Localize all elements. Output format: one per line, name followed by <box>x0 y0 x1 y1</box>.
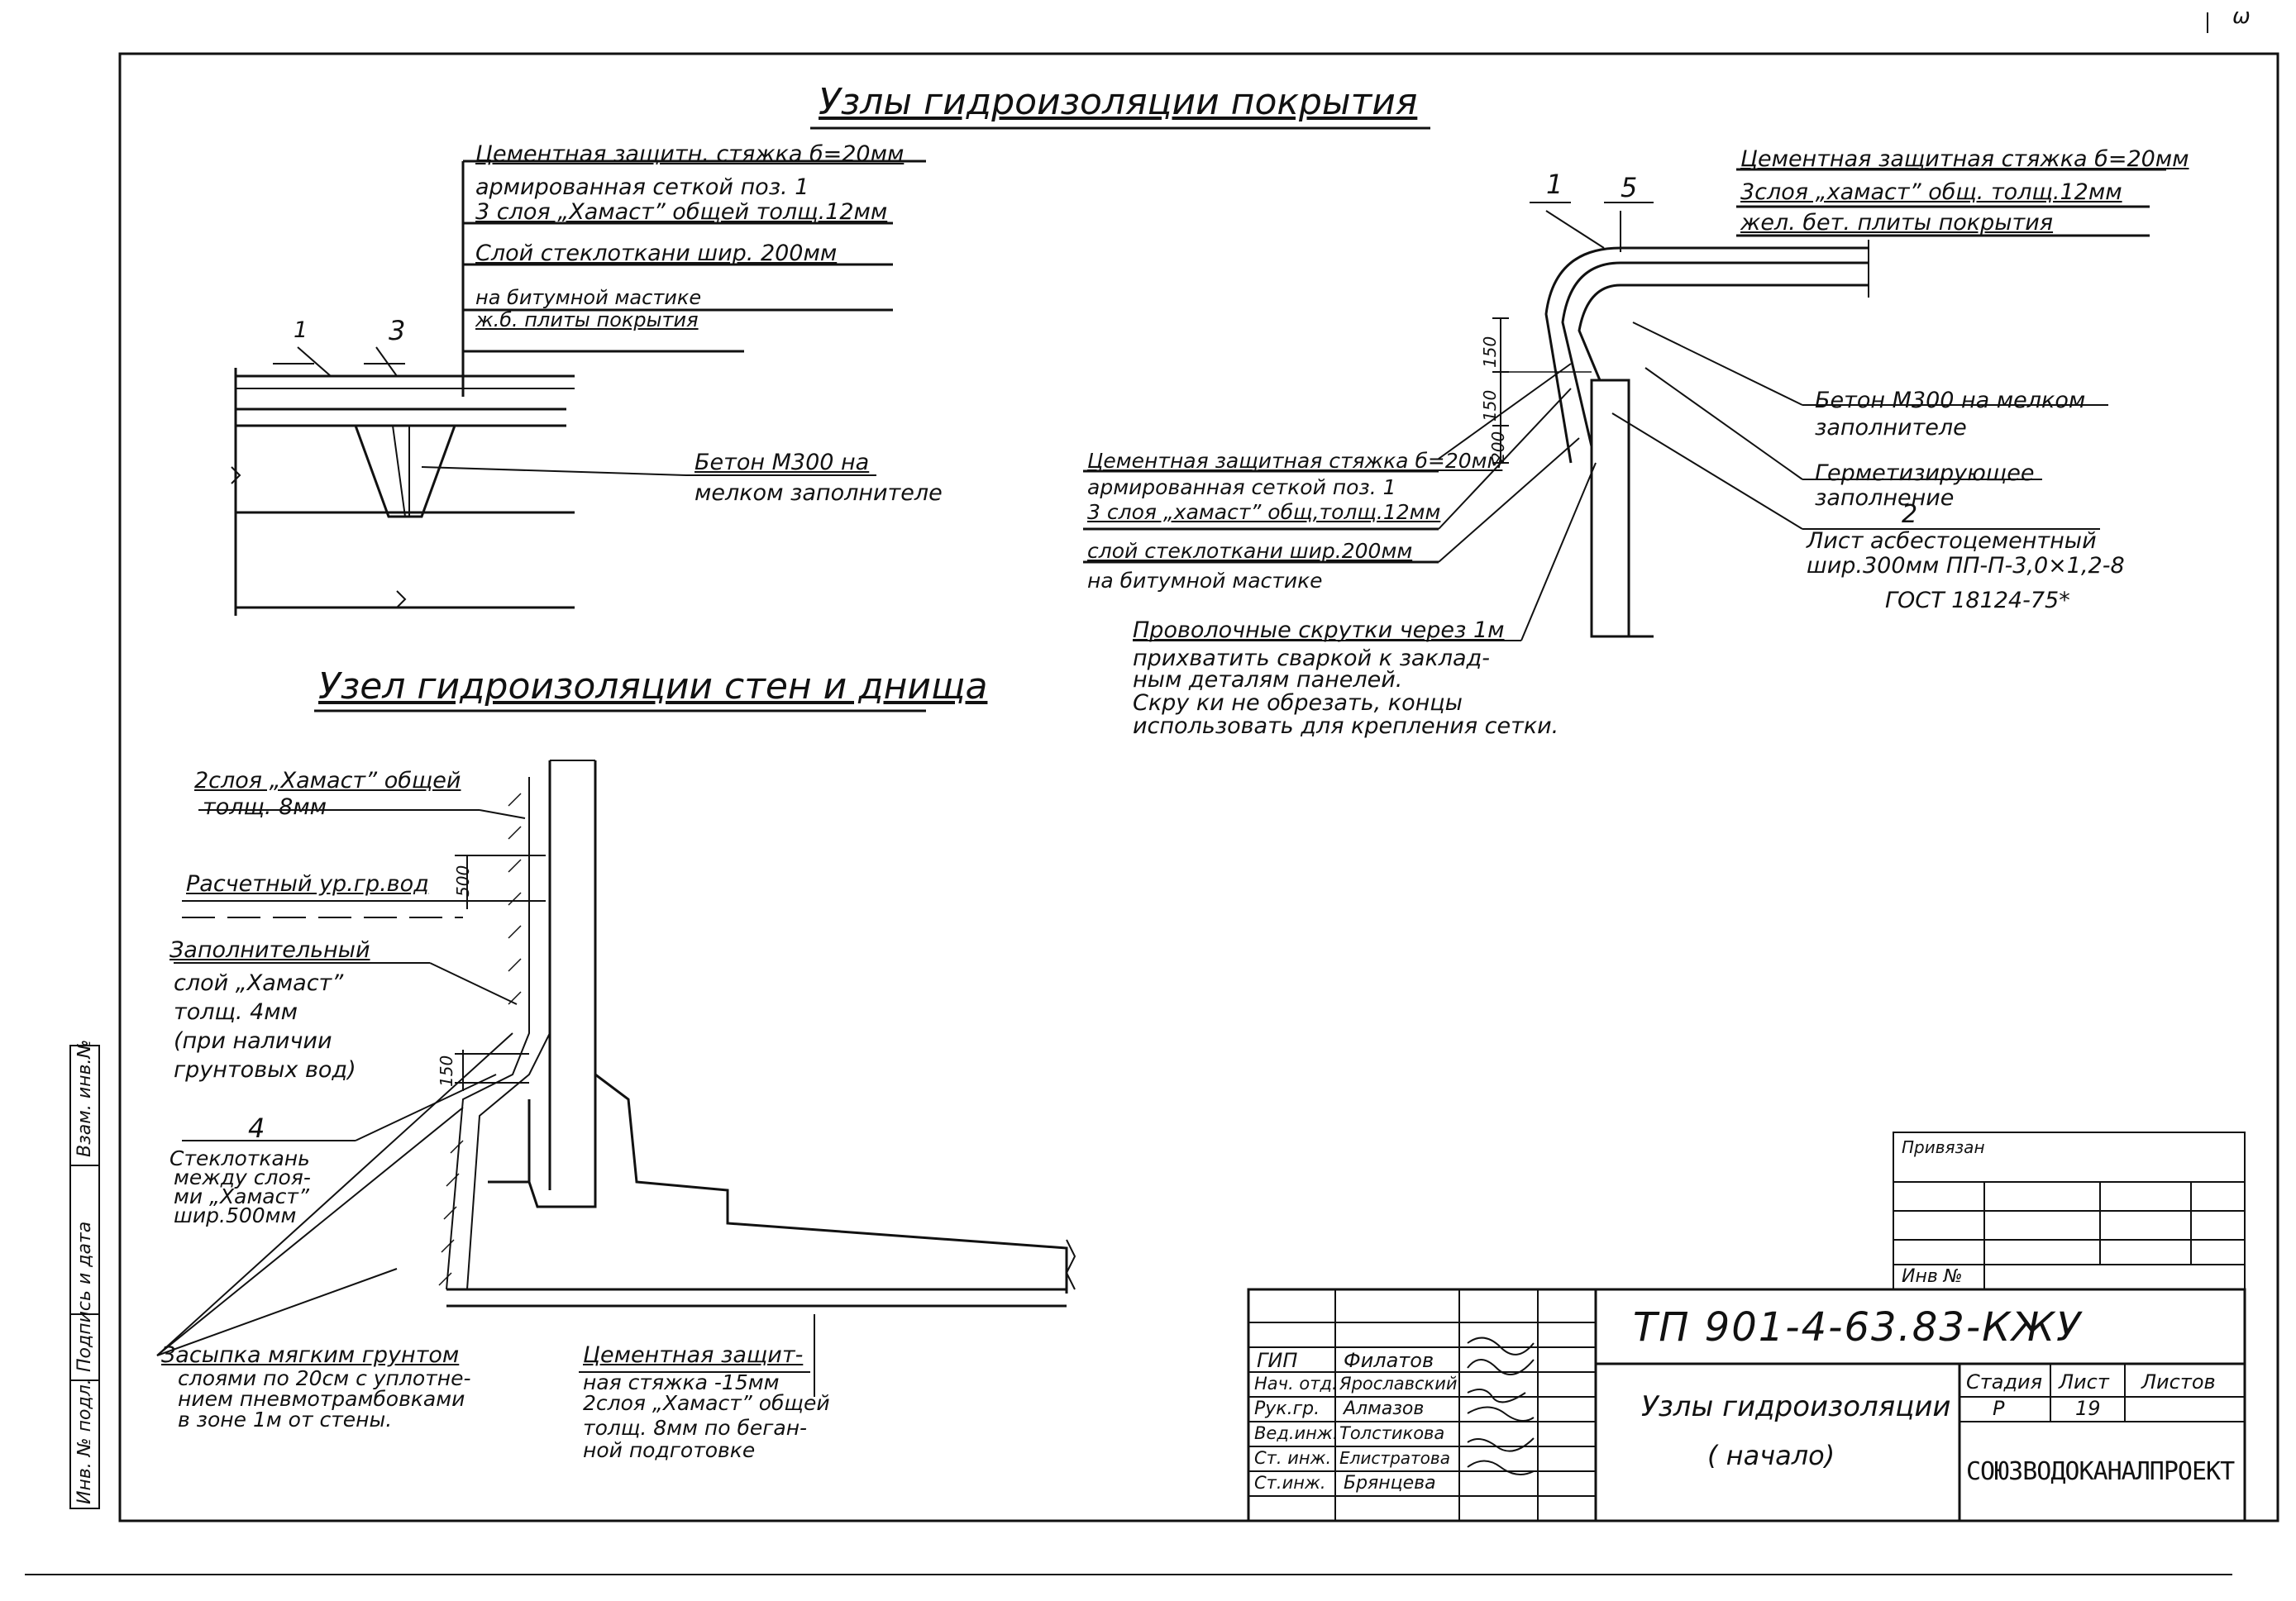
wire-note: прихватить сваркой к заклад- <box>1133 646 1490 671</box>
right-roof-left-layer: 3 слоя „хамаст” общ,толщ.12мм <box>1087 500 1441 524</box>
callout-number: 1 <box>294 317 308 343</box>
person-name: Елистратова <box>1339 1448 1450 1468</box>
person-role: Ст.инж. <box>1254 1473 1326 1493</box>
backfill-note: в зоне 1м от стены. <box>178 1408 393 1432</box>
binding-header: Привязан <box>1902 1137 1985 1157</box>
wall-note: 2слоя „Хамаст” общей <box>194 768 461 793</box>
organization-name: СОЮЗВОДОКАНАЛПРОЕКТ <box>1966 1457 2235 1486</box>
callout-number: 2 <box>1902 500 1918 529</box>
left-roof-layer: 3 слоя „Хамаст” общей толщ.12мм <box>475 199 888 225</box>
right-roof-top-layer: жел. бет. плиты покрытия <box>1740 210 2054 236</box>
side-stamp-label: Инв. № подл. <box>74 1379 95 1504</box>
screed-note: ная стяжка -15мм <box>583 1370 780 1394</box>
person-role: ГИП <box>1257 1349 1298 1372</box>
left-roof-layer: ж.б. плиты покрытия <box>475 308 699 331</box>
right-roof-note: шир.300мм ПП-П-3,0×1,2-8 <box>1807 553 2125 579</box>
dimension-label: 150 <box>437 1055 456 1087</box>
right-roof-note: заполнение <box>1815 485 1955 511</box>
wall-note: слой „Хамаст” <box>174 970 344 996</box>
right-roof-note: ГОСТ 18124-75* <box>1885 588 2070 613</box>
left-roof-layer: Слой стеклоткани шир. 200мм <box>475 241 838 266</box>
backfill-note: Засыпка мягким грунтом <box>161 1342 460 1368</box>
callout-number: 3 <box>389 315 406 346</box>
concrete-label: Бетон М300 на <box>695 450 870 475</box>
document-name: Узлы гидроизоляции <box>1641 1390 1951 1423</box>
wire-note: использовать для крепления сетки. <box>1133 713 1559 739</box>
dimension-label: 150 <box>1480 389 1500 422</box>
person-name: Ярославский <box>1339 1374 1458 1394</box>
sheet-value: 19 <box>2075 1397 2101 1420</box>
wall-section-title: Узел гидроизоляции стен и днища <box>318 665 988 708</box>
wall-note: грунтовых вод) <box>174 1057 356 1083</box>
sheet-label: Лист <box>2059 1370 2109 1394</box>
roof-section-title: Узлы гидроизоляции покрытия <box>819 81 1418 123</box>
right-roof-left-layer: на битумной мастике <box>1087 569 1323 593</box>
document-code: ТП 901-4-63.83-КЖУ <box>1633 1304 2083 1351</box>
right-roof-note: заполнителе <box>1815 415 1967 441</box>
signatures-marks <box>1467 1337 1535 1475</box>
right-roof-left-layer: Цементная защитная стяжка б=20мм <box>1087 449 1503 473</box>
left-roof-layer: армированная сеткой поз. 1 <box>475 174 809 200</box>
backfill-note: слоями по 20см с уплотне- <box>178 1366 471 1390</box>
sheet-corner-mark: ω <box>2232 4 2251 29</box>
wall-note: толщ. 4мм <box>174 999 298 1025</box>
callout-number: 5 <box>1621 172 1638 203</box>
wall-note: между слоя- <box>174 1165 311 1189</box>
side-stamp-label: Взам. инв.№ <box>74 1039 95 1157</box>
document-name-sub: ( начало) <box>1707 1440 1835 1471</box>
screed-note: 2слоя „Хамаст” общей <box>583 1391 830 1415</box>
person-role: Рук.гр. <box>1254 1398 1320 1419</box>
person-name: Алмазов <box>1344 1398 1425 1419</box>
wire-note: Скру ки не обрезать, концы <box>1133 690 1463 716</box>
right-roof-top-layer: Цементная защитная стяжка б=20мм <box>1740 146 2189 172</box>
person-name: Толстикова <box>1339 1423 1445 1443</box>
wall-note: ми „Хамаст” <box>174 1184 309 1208</box>
wire-note: ным деталям панелей. <box>1133 667 1403 693</box>
dimension-label: 150 <box>1480 336 1500 368</box>
wall-note: шир.500мм <box>174 1203 297 1227</box>
wire-note: Проволочные скрутки через 1м <box>1133 617 1505 643</box>
person-name: Филатов <box>1344 1349 1434 1372</box>
right-roof-top-layer: 3слоя „хамаст” общ. толщ.12мм <box>1740 179 2122 205</box>
callout-number: 4 <box>248 1113 265 1144</box>
person-role: Ст. инж. <box>1254 1448 1332 1468</box>
right-roof-note: Герметизирующее <box>1815 460 2035 486</box>
dimension-label: 500 <box>453 865 473 897</box>
binding-footer: Инв № <box>1902 1266 1963 1287</box>
screed-note: ной подготовке <box>583 1438 756 1462</box>
person-role: Нач. отд. <box>1254 1374 1338 1394</box>
concrete-label: мелком заполнителе <box>695 480 943 506</box>
right-roof-left-layer: слой стеклоткани шир.200мм <box>1087 539 1413 563</box>
wall-note: толщ. 8мм <box>203 794 327 820</box>
wall-note: Стеклоткань <box>169 1146 310 1170</box>
sheets-label: Листов <box>2141 1370 2216 1394</box>
backfill-note: нием пневмотрамбовками <box>178 1387 465 1411</box>
stage-label: Стадия <box>1966 1370 2043 1394</box>
left-roof-layer: на битумной мастике <box>475 286 702 309</box>
right-roof-note: Лист асбестоцементный <box>1807 528 2097 554</box>
person-name: Брянцева <box>1344 1473 1436 1494</box>
right-roof-note: Бетон М300 на мелком <box>1815 388 2086 413</box>
person-role: Вед.инж. <box>1254 1423 1339 1443</box>
stage-value: Р <box>1993 1397 2005 1420</box>
screed-note: толщ. 8мм по беган- <box>583 1416 808 1440</box>
wall-note: Заполнительный <box>169 937 370 963</box>
screed-note: Цементная защит- <box>583 1342 804 1368</box>
dimension-label: 200 <box>1488 431 1508 463</box>
wall-note: (при наличии <box>174 1028 332 1054</box>
left-roof-layer: Цементная защитн. стяжка б=20мм <box>475 141 905 167</box>
callout-number: 1 <box>1546 169 1563 200</box>
side-stamp-label: Подпись и дата <box>74 1221 95 1372</box>
right-roof-left-layer: армированная сеткой поз. 1 <box>1087 475 1396 499</box>
wall-note: Расчетный ур.гр.вод <box>186 871 429 897</box>
